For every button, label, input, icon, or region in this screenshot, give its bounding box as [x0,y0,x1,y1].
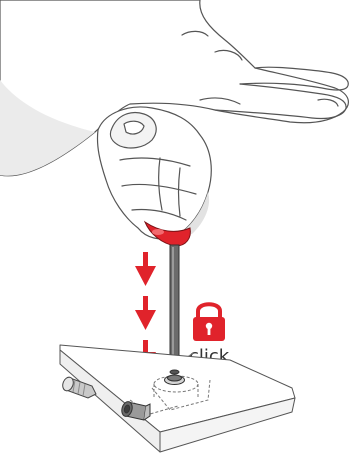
cam-lock [164,369,185,385]
hidden-socket [129,375,211,415]
padlock-icon [193,302,225,341]
panel [59,344,296,453]
screwdriver [143,220,191,371]
shaft-highlight [172,247,174,367]
fist-segments [119,157,197,221]
wrist-shadow [0,80,95,176]
dowel-pin [62,376,97,399]
fingernail [317,98,339,107]
hand [0,0,349,240]
screwdriver-handle [143,220,191,247]
knuckle-lines [181,30,243,105]
connector-bolt [121,401,151,421]
finger-2 [239,66,349,91]
fist-shadow [176,192,210,236]
handle-highlight [152,229,164,235]
thumbnail [123,120,145,135]
screwdriver-shaft [169,244,180,371]
finger-1 [214,83,347,120]
down-arrow-icon [135,252,156,286]
down-arrow-icon [135,296,156,330]
